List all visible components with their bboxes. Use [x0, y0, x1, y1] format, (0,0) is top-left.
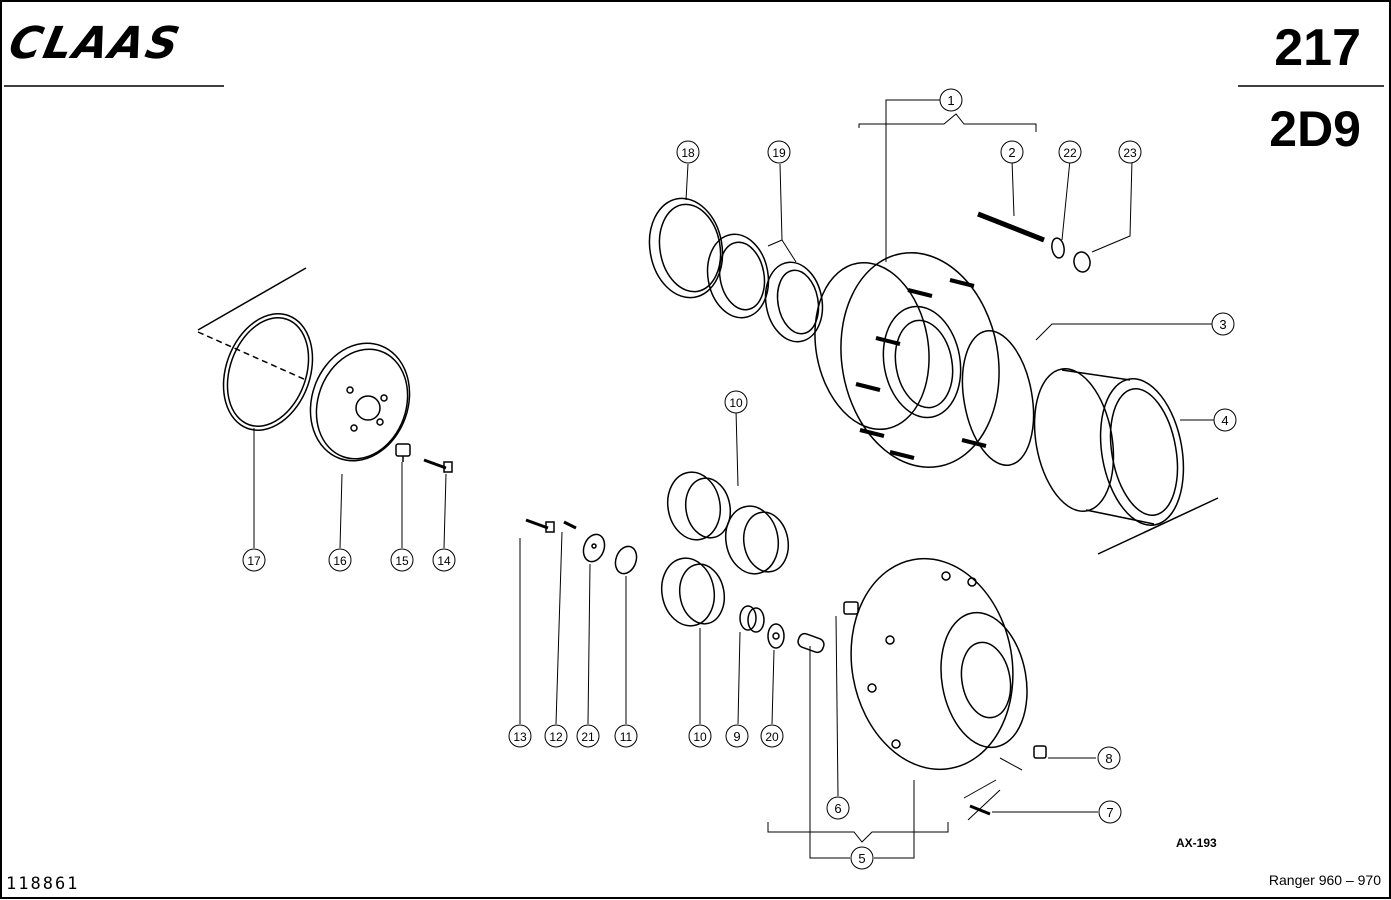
pin-12: [563, 520, 577, 530]
svg-text:9: 9: [733, 729, 740, 744]
callout-11: 11: [614, 724, 638, 748]
cover-plate-16: [309, 342, 411, 462]
svg-text:1: 1: [947, 93, 954, 108]
callout-19: 19: [767, 140, 791, 164]
callout-13: 13: [508, 724, 532, 748]
leader-lines: [253, 99, 1214, 859]
ring-gear-4: [1033, 368, 1219, 555]
callout-4: 4: [1213, 408, 1237, 432]
document-number: 118861: [6, 874, 80, 894]
callout-21: 21: [576, 724, 600, 748]
washer-21: [582, 533, 606, 563]
svg-text:5: 5: [858, 851, 865, 866]
svg-text:6: 6: [834, 801, 841, 816]
callout-20: 20: [760, 724, 784, 748]
callout-14: 14: [432, 548, 456, 572]
callout-5: 5: [850, 846, 874, 870]
section-code: 2D9: [1269, 101, 1361, 157]
washer-22: [1051, 237, 1065, 259]
pin-5: [797, 632, 825, 654]
callout-22: 22: [1058, 140, 1082, 164]
callout-10-top: 10: [724, 390, 748, 414]
wheel-hub-1: [814, 252, 1000, 468]
thrust-washer-20: [767, 623, 785, 649]
callout-17: 17: [242, 548, 266, 572]
seal-18: [648, 197, 724, 299]
callout-7: 7: [1098, 800, 1122, 824]
bolt-15: [395, 443, 411, 462]
stud-2: [977, 211, 1045, 243]
svg-text:4: 4: [1221, 413, 1228, 428]
callout-9: 9: [725, 724, 749, 748]
svg-text:20: 20: [765, 730, 779, 744]
gasket-3: [961, 330, 1035, 466]
callout-15: 15: [390, 548, 414, 572]
callout-23: 23: [1118, 140, 1142, 164]
svg-text:18: 18: [681, 146, 695, 160]
callout-10-bottom: 10: [688, 724, 712, 748]
callout-2: 2: [1000, 140, 1024, 164]
svg-text:7: 7: [1106, 805, 1113, 820]
svg-text:3: 3: [1219, 317, 1226, 332]
svg-text:12: 12: [549, 730, 563, 744]
callout-12: 12: [544, 724, 568, 748]
bolt-13: [525, 518, 555, 533]
svg-text:19: 19: [772, 146, 786, 160]
svg-text:13: 13: [513, 730, 527, 744]
model-label: Ranger 960 – 970: [1268, 872, 1381, 888]
svg-text:21: 21: [581, 730, 595, 744]
svg-text:2: 2: [1008, 145, 1015, 160]
callout-3: 3: [1211, 312, 1235, 336]
plug-8: [1033, 745, 1047, 759]
callout-1: 1: [939, 88, 963, 112]
callout-6: 6: [826, 796, 850, 820]
callout-16: 16: [328, 548, 352, 572]
screw-7: [969, 804, 991, 816]
callout-bubbles: 1 2 3 4 5 6 7 8 9 10 10 11 12 13 14 15 1…: [242, 88, 1237, 870]
svg-text:22: 22: [1063, 146, 1077, 160]
callout-8: 8: [1097, 746, 1121, 770]
planet-carrier-5: [850, 557, 1028, 771]
svg-text:23: 23: [1123, 146, 1137, 160]
svg-text:10: 10: [729, 396, 743, 410]
planet-gear-10: [660, 471, 790, 627]
drawing-reference: AX-193: [1176, 836, 1217, 850]
washer-11: [614, 545, 638, 575]
nut-23: [1073, 251, 1091, 273]
svg-text:11: 11: [620, 730, 633, 744]
svg-text:16: 16: [333, 554, 347, 568]
svg-text:10: 10: [693, 730, 707, 744]
svg-text:14: 14: [437, 554, 451, 568]
svg-text:15: 15: [395, 554, 409, 568]
bolt-14: [423, 458, 453, 473]
svg-text:8: 8: [1105, 751, 1112, 766]
snap-ring-17: [197, 267, 314, 431]
callout-18: 18: [676, 140, 700, 164]
page-number: 217: [1274, 19, 1361, 77]
needle-bearing-9: [739, 605, 765, 633]
bolt-6: [843, 601, 859, 615]
svg-text:17: 17: [247, 554, 261, 568]
